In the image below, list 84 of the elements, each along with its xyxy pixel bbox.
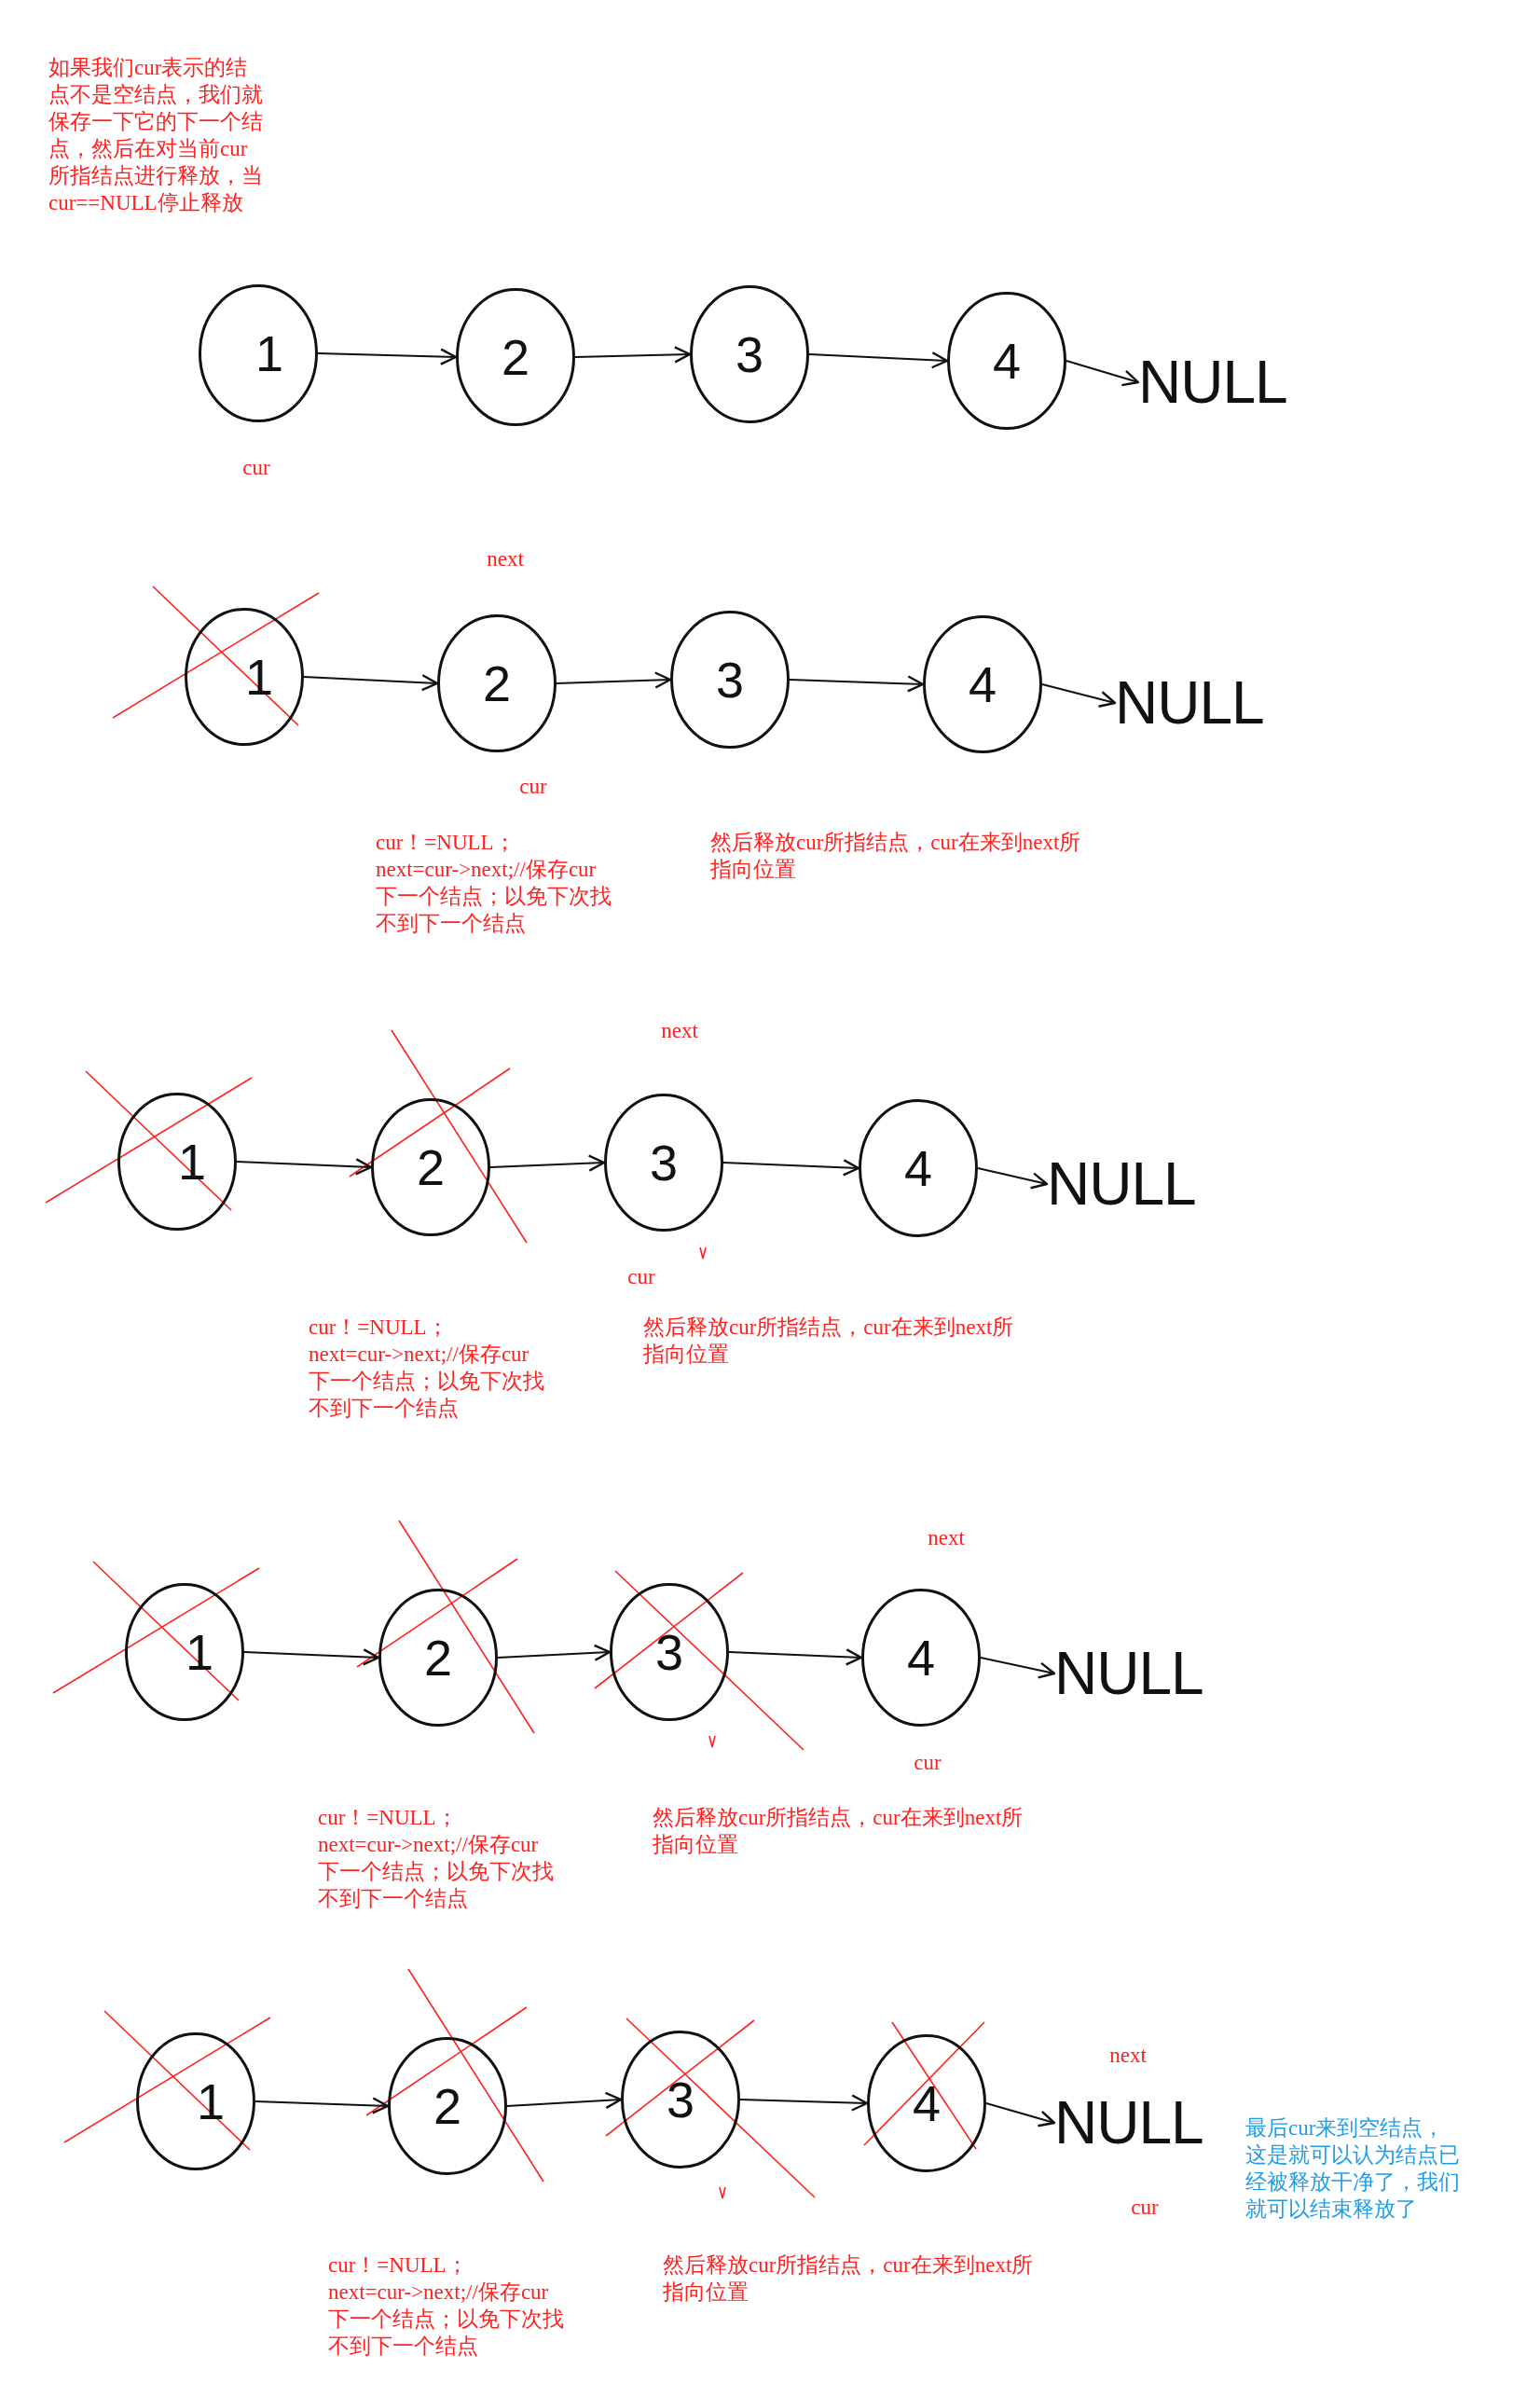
node-circle <box>185 608 304 746</box>
node-circle <box>371 1098 490 1236</box>
node-number: 4 <box>993 336 1021 386</box>
annotation-text: 然后释放cur所指结点，cur在来到next所指向位置 <box>663 2252 1035 2306</box>
node-circle <box>610 1583 729 1721</box>
node-number: 3 <box>736 329 763 379</box>
node-circle <box>867 2034 986 2172</box>
arrow <box>789 675 925 693</box>
node-circle <box>670 611 790 749</box>
arrow <box>506 2091 623 2110</box>
node-number: 3 <box>716 654 744 705</box>
node-circle <box>456 288 575 426</box>
node-number: 2 <box>483 658 511 709</box>
arrow <box>317 348 458 365</box>
arrow <box>236 1158 373 1176</box>
pointer-label: next <box>928 1526 965 1550</box>
pointer-label: next <box>487 547 524 571</box>
code-text: cur！=NULL； <box>309 1315 448 1341</box>
node-circle <box>690 285 809 423</box>
node-circle <box>378 1589 498 1727</box>
code-text: cur！=NULL； <box>318 1805 458 1831</box>
annotation-text: 然后释放cur所指结点，cur在来到next所指向位置 <box>653 1805 1024 1858</box>
node-circle <box>117 1093 237 1231</box>
arrow <box>489 1154 606 1172</box>
annotation-text: 如果我们cur表示的结点不是空结点，我们就保存一下它的下一个结点，然后在对当前cur所指结点进行释放，当cur==NULL停止释放 <box>48 55 264 216</box>
arrow <box>254 2097 390 2114</box>
code-text: cur！=NULL； <box>376 830 516 856</box>
node-circle <box>388 2037 507 2175</box>
node-number: 1 <box>255 328 283 379</box>
node-circle <box>199 284 318 422</box>
pointer-label: next <box>1109 2044 1147 2068</box>
arrow <box>985 2102 1056 2127</box>
code-comment-text: next=cur->next;//保存cur下一个结点；以免下次找不到下一个结点 <box>376 857 612 937</box>
node-number: 4 <box>969 659 997 709</box>
arrow <box>980 1657 1056 1679</box>
arrow <box>556 671 672 689</box>
node-number: 2 <box>417 1142 445 1192</box>
node-number: 3 <box>650 1137 678 1188</box>
node-circle <box>125 1583 244 1721</box>
arrow <box>739 2094 869 2112</box>
node-number: 3 <box>667 2074 694 2125</box>
arrow <box>722 1159 860 1177</box>
pointer-label: cur <box>242 456 270 480</box>
pointer-label: cur <box>1131 2196 1159 2220</box>
node-circle <box>947 292 1066 430</box>
arrow <box>728 1648 863 1666</box>
null-text: NULL <box>1115 672 1264 734</box>
arrow <box>1066 360 1140 387</box>
code-text: cur！=NULL； <box>328 2252 468 2279</box>
annotation-text: 然后释放cur所指结点，cur在来到next所指向位置 <box>643 1315 1015 1368</box>
node-number: 4 <box>913 2078 941 2128</box>
node-circle <box>136 2032 255 2170</box>
code-comment-text: next=cur->next;//保存cur下一个结点；以免下次找不到下一个结点 <box>318 1832 555 1912</box>
node-number: 4 <box>904 1143 932 1193</box>
node-number: 2 <box>502 332 529 382</box>
node-circle <box>859 1099 978 1237</box>
node-circle <box>923 615 1042 753</box>
arrow <box>574 346 692 364</box>
arrow <box>1041 683 1117 708</box>
null-text: NULL <box>1054 1643 1203 1704</box>
node-number: 4 <box>907 1632 935 1683</box>
node-circle <box>437 614 557 752</box>
code-comment-text: next=cur->next;//保存cur下一个结点；以免下次找不到下一个结点 <box>328 2279 565 2360</box>
pointer-label: cur <box>914 1751 942 1775</box>
annotation-text: 然后释放cur所指结点，cur在来到next所指向位置 <box>710 830 1082 883</box>
arrow <box>808 351 949 369</box>
code-comment-text: next=cur->next;//保存cur下一个结点；以免下次找不到下一个结点 <box>309 1342 545 1422</box>
null-text: NULL <box>1054 2092 1203 2154</box>
node-circle <box>621 2031 740 2169</box>
null-text: NULL <box>1138 351 1287 413</box>
node-number: 2 <box>433 2081 461 2131</box>
node-number: 2 <box>424 1632 452 1683</box>
node-circle <box>604 1094 723 1232</box>
annotation-text: 最后cur来到空结点，这是就可以认为结点已经被释放干净了，我们就可以结束释放了 <box>1245 2115 1461 2223</box>
null-text: NULL <box>1047 1153 1196 1215</box>
arrow <box>303 674 439 692</box>
arrow <box>977 1167 1049 1190</box>
node-number: 3 <box>655 1627 683 1677</box>
node-circle <box>861 1589 981 1727</box>
pointer-label: cur <box>519 775 547 799</box>
pointer-label: cur <box>627 1265 655 1289</box>
arrow <box>497 1644 612 1661</box>
arrow <box>243 1648 380 1666</box>
pointer-label: next <box>661 1019 698 1043</box>
